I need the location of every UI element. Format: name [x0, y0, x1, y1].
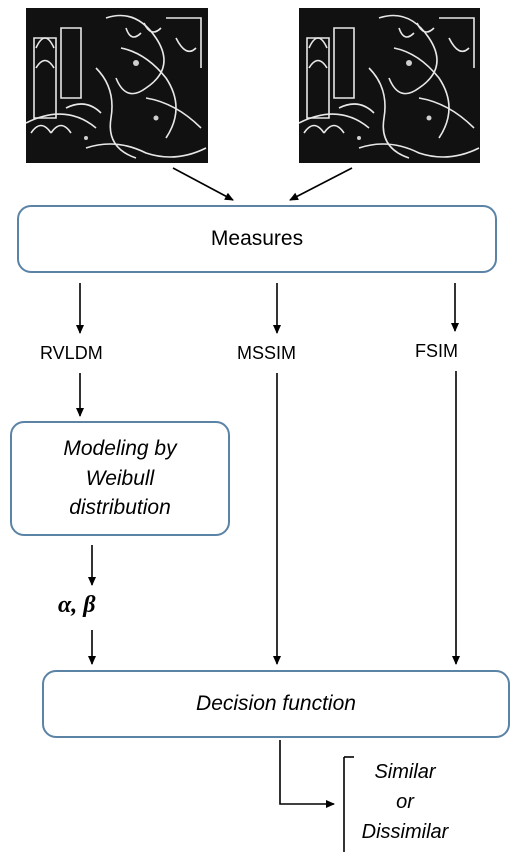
rvldm-label: RVLDM — [40, 343, 103, 363]
weibull-modeling-node: Modeling by Weibull distribution — [10, 421, 230, 536]
weibull-parameters-label: α, β — [58, 592, 96, 618]
measures-label: Measures — [210, 227, 304, 250]
mssim-label: MSSIM — [237, 343, 297, 363]
arrow-right-image-to-measures — [289, 167, 353, 201]
decision-function-node: Decision function — [42, 670, 510, 738]
arrow-decision-to-outcome — [279, 740, 335, 808]
outcome-dissimilar: Dissimilar — [361, 821, 449, 843]
fsim-label: FSIM — [415, 341, 458, 361]
input-image-left — [26, 8, 208, 163]
engraved-image-icon — [26, 14, 207, 159]
engraved-image-icon — [299, 14, 480, 159]
outcome-similar: Similar — [374, 761, 436, 783]
modeling-line-1: Modeling by — [63, 437, 177, 461]
modeling-line-3: distribution — [69, 496, 171, 520]
measures-node: Measures — [17, 205, 497, 273]
outcome-or: or — [396, 791, 414, 813]
modeling-line-2: Weibull — [85, 466, 155, 490]
outcome-text: Similar or Dissimilar — [350, 757, 460, 847]
input-image-right — [299, 8, 480, 163]
decision-label: Decision function — [196, 692, 356, 715]
arrow-left-image-to-measures — [172, 167, 234, 201]
